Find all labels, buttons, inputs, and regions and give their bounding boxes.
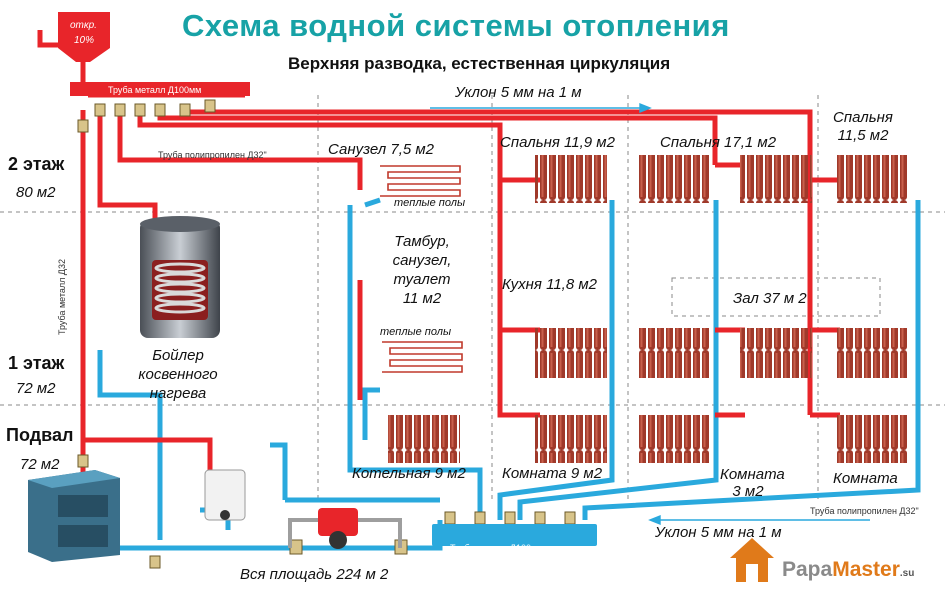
radiator-room3	[638, 415, 710, 463]
radiator-hall-a	[638, 328, 710, 378]
warm-floor-2	[382, 341, 463, 373]
site-logo: PapaMaster.su	[782, 558, 915, 581]
logo-house-icon	[730, 538, 774, 582]
room-kitchen: Кухня 11,8 м2	[502, 276, 597, 293]
total-area-label: Вся площадь 224 м 2	[240, 566, 389, 583]
room-kotelnaya: Котельная 9 м2	[352, 465, 466, 482]
warm-floor-1	[380, 165, 461, 197]
radiator-kitchen	[535, 328, 607, 378]
radiator-kotelnaya	[388, 415, 460, 463]
valves	[77, 99, 576, 569]
warm-floor-2-label: теплые полы	[380, 326, 452, 338]
basement-area: 72 м2	[20, 456, 60, 473]
room-right: Комната	[833, 470, 898, 487]
floor2-name: 2 этаж	[8, 154, 65, 174]
room-grid	[0, 95, 945, 500]
expansion-tank	[58, 12, 110, 62]
room-bedroom1: Спальня 11,9 м2	[500, 134, 615, 151]
bottom-manifold	[432, 524, 597, 546]
top-manifold	[70, 82, 250, 96]
room-bedroom3: Спальня 11,5 м2	[833, 109, 893, 144]
slope-arrows	[430, 102, 870, 526]
page-subtitle: Верхняя разводка, естественная циркуляци…	[288, 54, 671, 73]
circulation-pump	[318, 508, 358, 549]
floor1-area: 72 м2	[16, 380, 56, 397]
floor2-area: 80 м2	[16, 184, 56, 201]
return-pipes	[97, 197, 921, 551]
room-tambur: Тамбур, санузел, туалет 11 м2	[392, 233, 452, 307]
warm-floor-1-label: теплые полы	[394, 197, 466, 209]
solid-fuel-boiler	[28, 470, 120, 562]
room-3: Комната 3 м2	[720, 466, 785, 500]
slope-bottom-label: Уклон 5 мм на 1 м	[655, 524, 782, 541]
floor1-name: 1 этаж	[8, 353, 65, 373]
tank-label: откр.	[70, 20, 97, 31]
pipe-pp-top-label: Труба полипропилен Д32"	[158, 150, 267, 160]
indirect-boiler	[140, 216, 220, 338]
pump-bypass	[288, 518, 402, 548]
room-hall: Зал 37 м 2	[733, 290, 807, 307]
radiator-room9	[535, 415, 607, 463]
radiator-bedroom1	[535, 155, 607, 203]
room-bedroom2: Спальня 17,1 м2	[660, 134, 777, 151]
pipe-metal-vertical-label: Труба металл Д32	[56, 259, 67, 335]
gas-boiler	[204, 469, 246, 521]
radiator-hall-c	[835, 328, 907, 378]
radiators	[388, 155, 907, 463]
radiator-bedroom2a	[638, 155, 710, 203]
pipe-metal-top-label: Труба металл Д100мм	[108, 85, 202, 95]
room-9: Комната 9 м2	[502, 465, 603, 482]
tank-percent: 10%	[74, 35, 95, 46]
radiator-bedroom2b	[740, 155, 812, 203]
slope-top-label: Уклон 5 мм на 1 м	[455, 84, 582, 101]
room-sanuzel: Санузел 7,5 м2	[328, 141, 435, 158]
pipe-pp-bottom-label: Труба полипропилен Д32"	[810, 506, 919, 516]
page-title: Схема водной системы отопления	[182, 8, 730, 43]
boiler-label: Бойлер косвенного нагрева	[138, 347, 218, 402]
radiator-hall-b	[740, 328, 812, 378]
radiator-room-right	[835, 415, 907, 463]
basement-name: Подвал	[6, 425, 74, 445]
pipe-metal-bottom-label: Труба металл Д100мм	[450, 543, 544, 553]
radiator-bedroom3	[835, 155, 907, 203]
